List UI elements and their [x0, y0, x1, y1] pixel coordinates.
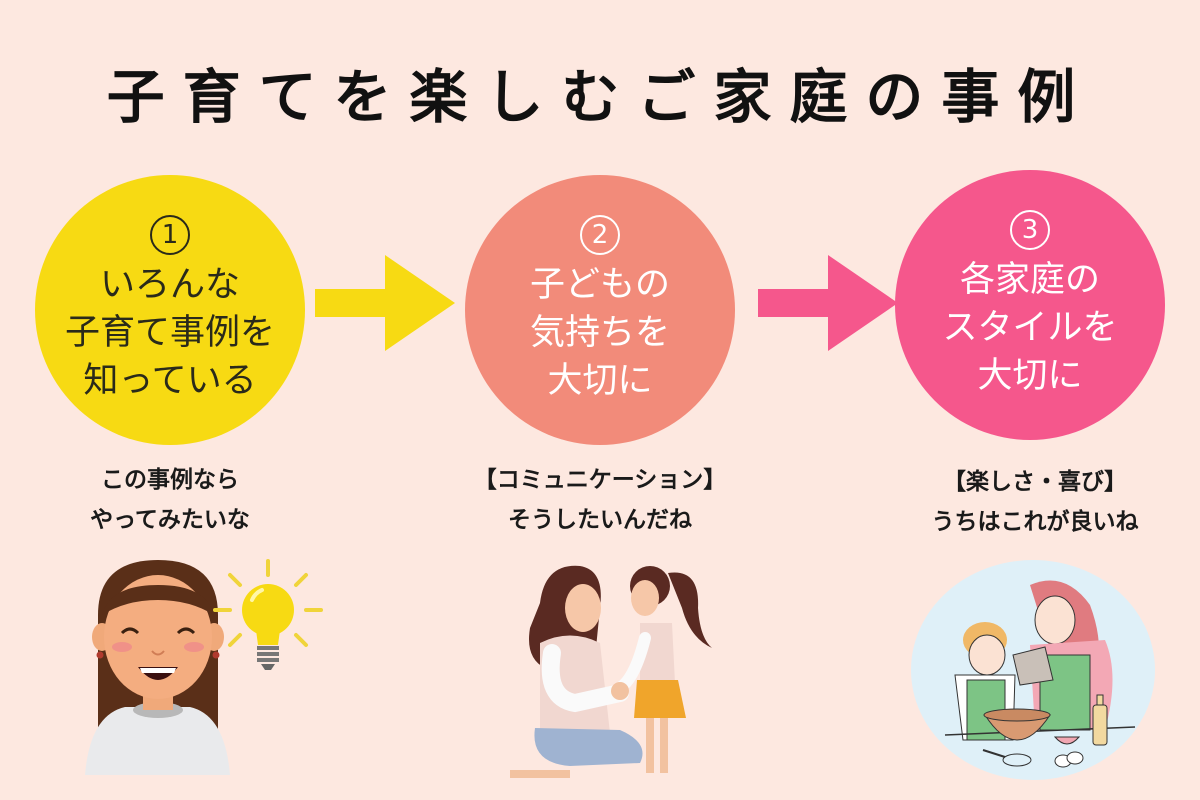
step-1-circle: 1 いろんな 子育て事例を 知っている	[35, 175, 305, 445]
step-text-line: 子育て事例を	[64, 313, 275, 353]
smiling-girl-illustration	[85, 559, 323, 775]
caption-line: 【楽しさ・喜び】	[943, 469, 1127, 495]
right-arrow-icon	[758, 255, 898, 351]
caption-line: そうしたいんだね	[508, 507, 692, 533]
step-text-line: 大切に	[977, 356, 1083, 396]
caption-line: やってみたいな	[90, 507, 250, 533]
step-3-caption: 【楽しさ・喜び】 うちはこれが良いね	[885, 462, 1185, 542]
step-text-line: 大切に	[547, 361, 653, 401]
step-text-line: 各家庭の	[959, 260, 1100, 300]
caption-line: この事例なら	[101, 467, 239, 493]
right-arrow-icon	[315, 255, 455, 351]
step-2-caption: 【コミュニケーション】 そうしたいんだね	[445, 460, 755, 540]
step-text-line: 知っている	[83, 361, 257, 401]
step-2-circle: 2 子どもの 気持ちを 大切に	[465, 175, 735, 445]
mother-daughter-illustration	[510, 565, 712, 778]
step-1-caption: この事例なら やってみたいな	[20, 460, 320, 540]
step-text-line: いろんな	[99, 265, 240, 305]
lightbulb-icon	[213, 559, 323, 670]
step-number-badge: 2	[580, 215, 620, 255]
caption-line: 【コミュニケーション】	[473, 467, 727, 493]
step-number-badge: 1	[150, 215, 190, 255]
page-title: 子育てを楽しむご家庭の事例	[106, 63, 1094, 131]
step-number-badge: 3	[1010, 210, 1050, 250]
step-text-line: 気持ちを	[529, 313, 670, 353]
caption-line: うちはこれが良いね	[931, 509, 1139, 535]
step-text-line: 子どもの	[529, 265, 670, 305]
baking-family-illustration	[911, 560, 1155, 780]
step-text-line: スタイルを	[942, 308, 1118, 348]
step-3-circle: 3 各家庭の スタイルを 大切に	[895, 170, 1165, 440]
